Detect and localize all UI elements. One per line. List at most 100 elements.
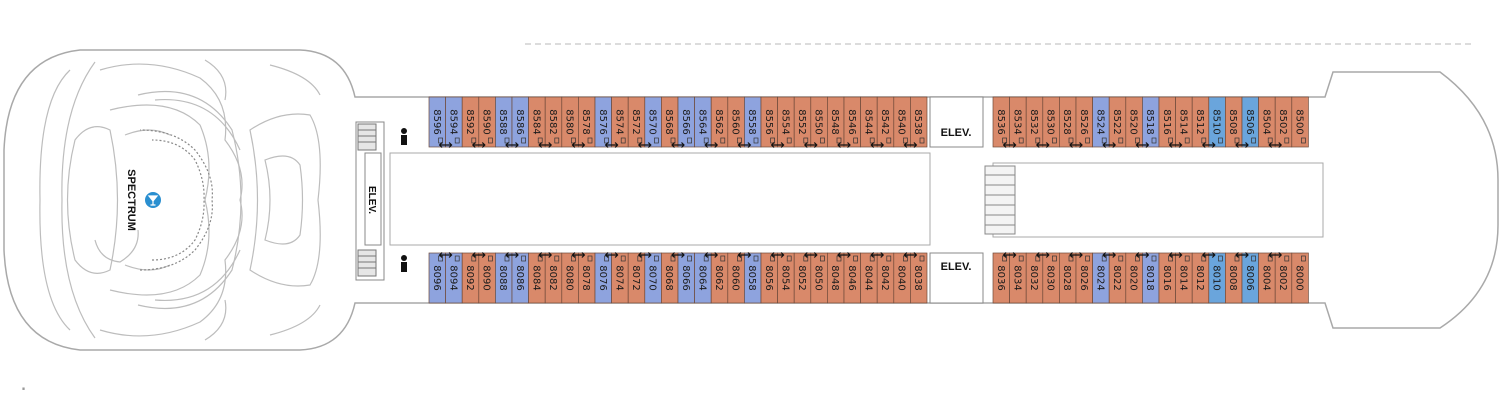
cabin-8056[interactable]: 8056 bbox=[760, 252, 778, 304]
cabin-8000[interactable]: 8000 bbox=[1291, 252, 1309, 304]
cabin-8054[interactable]: 8054 bbox=[777, 252, 795, 304]
cabin-8514[interactable]: 8514 bbox=[1175, 96, 1193, 148]
cabin-8578[interactable]: 8578 bbox=[578, 96, 596, 148]
cabin-8066[interactable]: 8066 bbox=[677, 252, 695, 304]
cabin-8010[interactable]: 8010 bbox=[1208, 252, 1226, 304]
cabin-8570[interactable]: 8570 bbox=[644, 96, 662, 148]
cabin-8528[interactable]: 8528 bbox=[1059, 96, 1077, 148]
cabin-8502[interactable]: 8502 bbox=[1274, 96, 1293, 148]
cabin-8542[interactable]: 8542 bbox=[876, 96, 895, 148]
cabin-8510[interactable]: 8510 bbox=[1208, 96, 1226, 148]
cabin-8516[interactable]: 8516 bbox=[1158, 96, 1176, 148]
cabin-8548[interactable]: 8548 bbox=[827, 96, 845, 148]
cabin-8024[interactable]: 8024 bbox=[1092, 252, 1110, 304]
cabin-8574[interactable]: 8574 bbox=[611, 96, 629, 148]
cabin-8560[interactable]: 8560 bbox=[727, 96, 745, 148]
cabin-8092[interactable]: 8092 bbox=[461, 252, 480, 304]
cabin-8588[interactable]: 8588 bbox=[495, 96, 513, 148]
cabin-8532[interactable]: 8532 bbox=[1025, 96, 1044, 148]
cabin-8530[interactable]: 8530 bbox=[1042, 96, 1060, 148]
cabin-8596[interactable]: 8596 bbox=[428, 96, 446, 148]
cabin-8566[interactable]: 8566 bbox=[677, 96, 695, 148]
cabin-8506[interactable]: 8506 bbox=[1241, 96, 1259, 148]
cabin-8500[interactable]: 8500 bbox=[1291, 96, 1309, 148]
cabin-8554[interactable]: 8554 bbox=[777, 96, 795, 148]
cabin-8012[interactable]: 8012 bbox=[1191, 252, 1210, 304]
cabin-8096[interactable]: 8096 bbox=[428, 252, 446, 304]
cabin-8028[interactable]: 8028 bbox=[1059, 252, 1077, 304]
cabin-8594[interactable]: 8594 bbox=[445, 96, 463, 148]
cabin-8020[interactable]: 8020 bbox=[1125, 252, 1143, 304]
cabin-8536[interactable]: 8536 bbox=[992, 96, 1010, 148]
midship-elevator-port[interactable]: ELEV. bbox=[929, 96, 984, 148]
cabin-8004[interactable]: 8004 bbox=[1258, 252, 1276, 304]
cabin-8042[interactable]: 8042 bbox=[876, 252, 895, 304]
cabin-8006[interactable]: 8006 bbox=[1241, 252, 1259, 304]
cabin-8034[interactable]: 8034 bbox=[1009, 252, 1027, 304]
cabin-8032[interactable]: 8032 bbox=[1025, 252, 1044, 304]
cabin-8568[interactable]: 8568 bbox=[661, 96, 679, 148]
cabin-8094[interactable]: 8094 bbox=[445, 252, 463, 304]
cabin-8038[interactable]: 8038 bbox=[910, 252, 928, 304]
cabin-8026[interactable]: 8026 bbox=[1075, 252, 1093, 304]
cabin-8052[interactable]: 8052 bbox=[793, 252, 812, 304]
cabin-8080[interactable]: 8080 bbox=[561, 252, 579, 304]
cabin-8036[interactable]: 8036 bbox=[992, 252, 1010, 304]
cabin-8586[interactable]: 8586 bbox=[511, 96, 529, 148]
cabin-8088[interactable]: 8088 bbox=[495, 252, 513, 304]
cabin-8008[interactable]: 8008 bbox=[1225, 252, 1243, 304]
cabin-8070[interactable]: 8070 bbox=[644, 252, 662, 304]
cabin-8060[interactable]: 8060 bbox=[727, 252, 745, 304]
cabin-8520[interactable]: 8520 bbox=[1125, 96, 1143, 148]
cabin-8540[interactable]: 8540 bbox=[893, 96, 911, 148]
cabin-8016[interactable]: 8016 bbox=[1158, 252, 1176, 304]
cabin-8582[interactable]: 8582 bbox=[544, 96, 563, 148]
cabin-8030[interactable]: 8030 bbox=[1042, 252, 1060, 304]
cabin-8050[interactable]: 8050 bbox=[810, 252, 828, 304]
cabin-8014[interactable]: 8014 bbox=[1175, 252, 1193, 304]
cabin-8084[interactable]: 8084 bbox=[528, 252, 546, 304]
cabin-8562[interactable]: 8562 bbox=[710, 96, 729, 148]
cabin-8090[interactable]: 8090 bbox=[478, 252, 496, 304]
cabin-8580[interactable]: 8580 bbox=[561, 96, 579, 148]
cabin-8046[interactable]: 8046 bbox=[843, 252, 861, 304]
cabin-8062[interactable]: 8062 bbox=[710, 252, 729, 304]
cabin-8550[interactable]: 8550 bbox=[810, 96, 828, 148]
cabin-8082[interactable]: 8082 bbox=[544, 252, 563, 304]
cabin-8526[interactable]: 8526 bbox=[1075, 96, 1093, 148]
midship-elevator-stbd[interactable]: ELEV. bbox=[929, 252, 984, 304]
cabin-8512[interactable]: 8512 bbox=[1191, 96, 1210, 148]
cabin-8072[interactable]: 8072 bbox=[627, 252, 646, 304]
cabin-8552[interactable]: 8552 bbox=[793, 96, 812, 148]
cabin-8074[interactable]: 8074 bbox=[611, 252, 629, 304]
cabin-8524[interactable]: 8524 bbox=[1092, 96, 1110, 148]
cabin-8048[interactable]: 8048 bbox=[827, 252, 845, 304]
cabin-8590[interactable]: 8590 bbox=[478, 96, 496, 148]
cabin-8572[interactable]: 8572 bbox=[627, 96, 646, 148]
cabin-8544[interactable]: 8544 bbox=[860, 96, 878, 148]
cabin-8044[interactable]: 8044 bbox=[860, 252, 878, 304]
cabin-8538[interactable]: 8538 bbox=[910, 96, 928, 148]
cabin-8078[interactable]: 8078 bbox=[578, 252, 596, 304]
cabin-8556[interactable]: 8556 bbox=[760, 96, 778, 148]
cabin-8504[interactable]: 8504 bbox=[1258, 96, 1276, 148]
cabin-8522[interactable]: 8522 bbox=[1108, 96, 1127, 148]
cabin-8508[interactable]: 8508 bbox=[1225, 96, 1243, 148]
cabin-8534[interactable]: 8534 bbox=[1009, 96, 1027, 148]
cabin-8076[interactable]: 8076 bbox=[594, 252, 612, 304]
cabin-8002[interactable]: 8002 bbox=[1274, 252, 1293, 304]
cabin-8018[interactable]: 8018 bbox=[1142, 252, 1160, 304]
cabin-8068[interactable]: 8068 bbox=[661, 252, 679, 304]
cabin-8546[interactable]: 8546 bbox=[843, 96, 861, 148]
cabin-8584[interactable]: 8584 bbox=[528, 96, 546, 148]
cabin-8022[interactable]: 8022 bbox=[1108, 252, 1127, 304]
cabin-8086[interactable]: 8086 bbox=[511, 252, 529, 304]
cabin-8592[interactable]: 8592 bbox=[461, 96, 480, 148]
cabin-8558[interactable]: 8558 bbox=[744, 96, 762, 148]
cabin-8564[interactable]: 8564 bbox=[694, 96, 712, 148]
cabin-8518[interactable]: 8518 bbox=[1142, 96, 1160, 148]
spectrum-venue[interactable] bbox=[39, 59, 321, 341]
cabin-8040[interactable]: 8040 bbox=[893, 252, 911, 304]
cabin-8058[interactable]: 8058 bbox=[744, 252, 762, 304]
cabin-8576[interactable]: 8576 bbox=[594, 96, 612, 148]
